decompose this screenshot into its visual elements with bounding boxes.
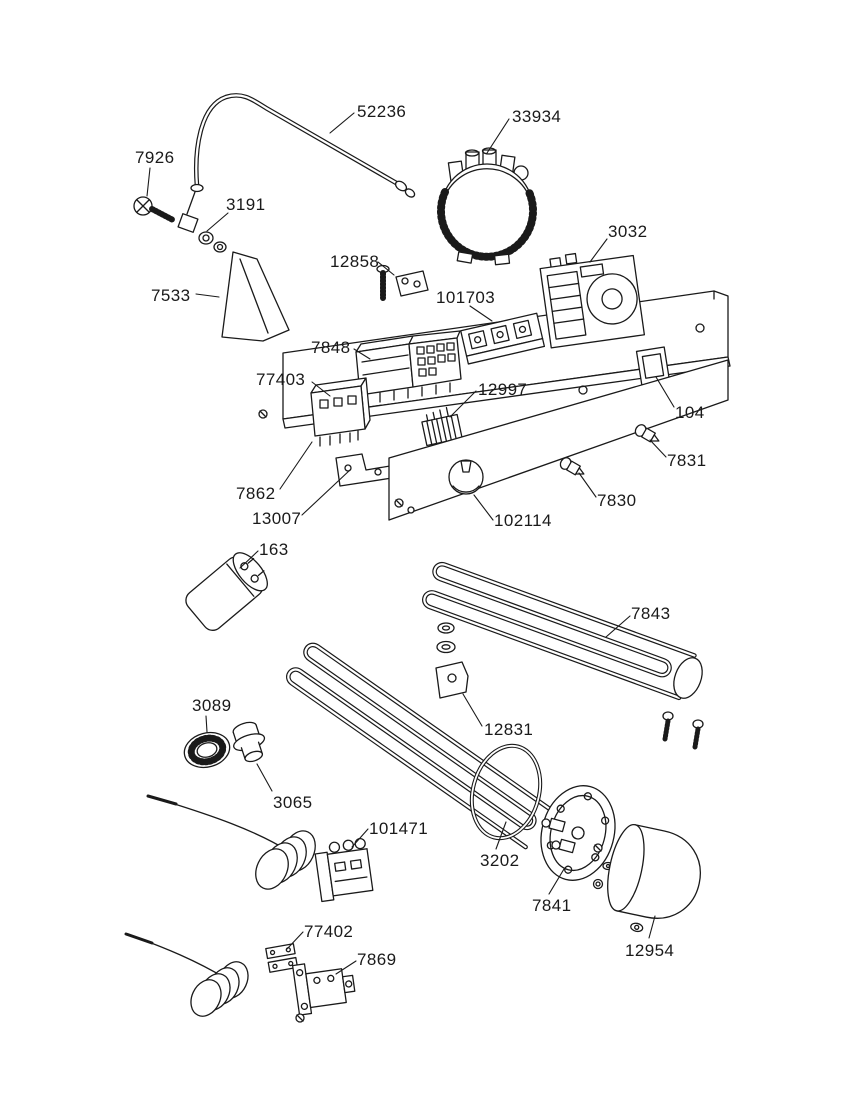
part-label-3065: 3065 <box>273 793 312 812</box>
part-77403-relay <box>310 377 371 447</box>
part-13007-bracket <box>335 453 393 487</box>
part-3065-fitting <box>232 721 266 763</box>
part-101703-terminal-block <box>460 312 546 365</box>
part-label-7830: 7830 <box>597 491 636 510</box>
part-12954-cover <box>607 823 701 933</box>
part-label-101471: 101471 <box>369 819 428 838</box>
part-label-7869: 7869 <box>357 950 396 969</box>
part-12997-connector <box>421 406 463 447</box>
part-label-3089: 3089 <box>192 696 231 715</box>
part-7841-flange <box>540 785 616 881</box>
part-12858-screw <box>376 264 429 301</box>
part-label-3202: 3202 <box>480 851 519 870</box>
part-labels: 52236 33934 7926 3191 12858 101703 3032 … <box>135 102 706 969</box>
part-7869-thermostat <box>124 932 356 1023</box>
part-label-163: 163 <box>259 540 289 559</box>
part-label-3032: 3032 <box>608 222 647 241</box>
part-7926-screw <box>133 196 176 223</box>
diagram-art <box>124 93 731 1023</box>
part-label-12831: 12831 <box>484 720 533 739</box>
part-163-capacitor <box>185 552 268 631</box>
part-label-7831: 7831 <box>667 451 706 470</box>
part-7843-heating-element <box>422 561 704 750</box>
part-label-13007: 13007 <box>252 509 301 528</box>
leader-lines <box>146 112 675 975</box>
part-52236-hose <box>190 93 416 198</box>
lower-heating-element <box>286 642 554 850</box>
part-7848-relay <box>355 330 462 405</box>
part-label-52236: 52236 <box>357 102 406 121</box>
part-label-7862: 7862 <box>236 484 275 503</box>
part-label-7848: 7848 <box>311 338 350 357</box>
part-label-33934: 33934 <box>512 107 561 126</box>
part-label-7841: 7841 <box>532 896 571 915</box>
part-label-7533: 7533 <box>151 286 190 305</box>
part-label-7843: 7843 <box>631 604 670 623</box>
part-label-3191: 3191 <box>226 195 265 214</box>
part-7831-plug <box>634 424 660 443</box>
part-33934-pressure-switch <box>437 147 537 266</box>
part-label-101703: 101703 <box>436 288 495 307</box>
part-label-12954: 12954 <box>625 941 674 960</box>
part-3202-oring <box>469 743 543 841</box>
part-label-77403: 77403 <box>256 370 305 389</box>
part-3032-motor <box>539 252 646 349</box>
part-label-12997: 12997 <box>478 380 527 399</box>
part-101471-thermostat <box>146 794 374 903</box>
part-label-7926: 7926 <box>135 148 174 167</box>
part-3191-fitting <box>177 191 227 253</box>
part-12831-bracket <box>435 622 469 699</box>
part-7830-plug <box>559 457 585 476</box>
part-104-switch <box>635 346 671 386</box>
part-label-104: 104 <box>675 403 705 422</box>
part-102114-knob <box>448 459 484 495</box>
part-label-12858: 12858 <box>330 252 379 271</box>
part-3089-seal <box>183 731 231 769</box>
part-label-102114: 102114 <box>494 511 552 530</box>
part-7533-cover <box>221 251 290 342</box>
part-label-77402: 77402 <box>304 922 353 941</box>
